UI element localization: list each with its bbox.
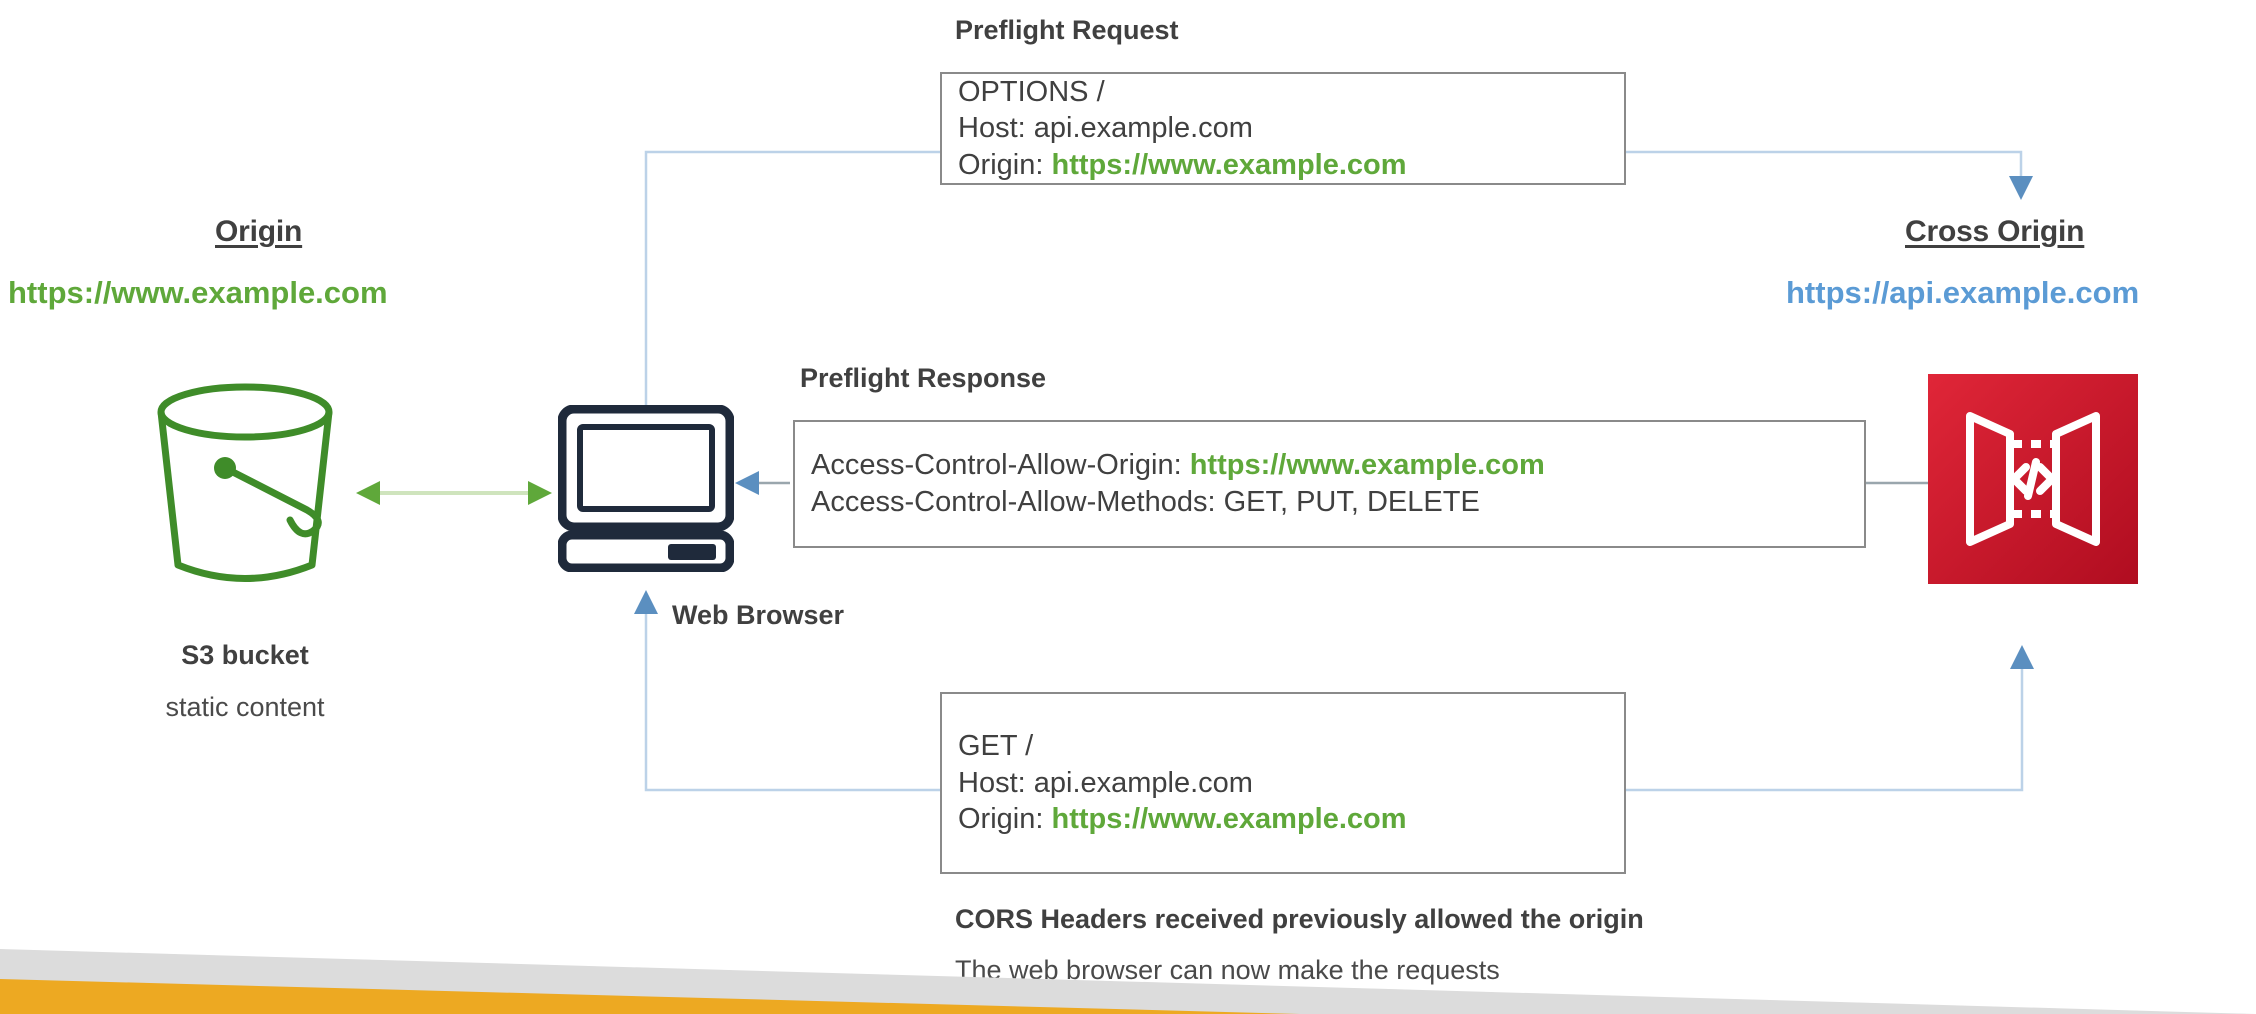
preflight-request-line-1-text: OPTIONS / — [958, 75, 1105, 108]
actual-request-line-3: Origin: https://www.example.com — [958, 801, 1608, 838]
actual-request-line-right — [1622, 665, 2024, 792]
origin-label: Origin — [215, 215, 303, 248]
preflight-response-box: Access-Control-Allow-Origin: https://www… — [793, 420, 1866, 548]
s3-arrowhead-right — [528, 481, 552, 505]
preflight-request-line-1: OPTIONS / — [958, 74, 1608, 111]
preflight-response-line-2: Access-Control-Allow-Methods: GET, PUT, … — [811, 484, 1848, 521]
preflight-response-title: Preflight Response — [800, 363, 1047, 393]
s3-bucket-icon — [157, 383, 333, 582]
footer-bold-line: CORS Headers received previously allowed… — [955, 904, 1644, 934]
preflight-request-line-right — [1622, 150, 2023, 182]
preflight-response-line-1-text: Access-Control-Allow-Origin: — [811, 449, 1190, 482]
actual-request-line-2: Host: api.example.com — [958, 765, 1608, 802]
preflight-request-line-2: Host: api.example.com — [958, 110, 1608, 147]
preflight-request-line-2-text: Host: api.example.com — [958, 112, 1253, 145]
preflight-response-line-2-text: Access-Control-Allow-Methods: GET, PUT, … — [811, 486, 1480, 518]
preflight-response-arrowhead — [735, 471, 759, 495]
browser-label: Web Browser — [672, 600, 845, 630]
actual-request-line-3-highlight: https://www.example.com — [1051, 803, 1407, 836]
preflight-request-line-3-text: Origin: — [958, 148, 1052, 181]
api-gateway-icon — [1928, 374, 2138, 584]
preflight-request-line-3: Origin: https://www.example.com — [958, 147, 1608, 184]
preflight-request-box: OPTIONS / Host: api.example.com Origin: … — [940, 72, 1626, 185]
s3-arrowhead-left — [356, 481, 380, 505]
preflight-request-line-left — [644, 150, 943, 425]
cross-origin-url: https://api.example.com — [1786, 275, 2140, 310]
s3-subtitle: static content — [165, 692, 325, 722]
actual-request-line-2-text: Host: api.example.com — [958, 766, 1253, 799]
preflight-response-line-1-highlight: https://www.example.com — [1189, 449, 1545, 482]
decorative-bands — [0, 949, 2256, 1014]
desktop-computer-icon — [558, 405, 734, 572]
preflight-request-title: Preflight Request — [955, 15, 1179, 45]
cross-origin-label: Cross Origin — [1905, 215, 2085, 248]
preflight-request-line-3-highlight: https://www.example.com — [1051, 148, 1407, 181]
actual-request-line-left — [644, 600, 943, 792]
orange-band — [0, 979, 1300, 1014]
actual-request-line-1-text: GET / — [958, 730, 1034, 763]
actual-request-line-1: GET / — [958, 728, 1608, 765]
browser-inbound-arrowhead — [634, 590, 658, 614]
actual-request-arrowhead — [2010, 645, 2034, 669]
preflight-response-line-1: Access-Control-Allow-Origin: https://www… — [811, 447, 1848, 484]
origin-url: https://www.example.com — [8, 275, 388, 310]
preflight-request-arrowhead — [2009, 176, 2033, 200]
actual-request-line-3-text: Origin: — [958, 803, 1052, 836]
actual-request-box: GET / Host: api.example.com Origin: http… — [940, 692, 1626, 874]
s3-title: S3 bucket — [181, 640, 309, 670]
